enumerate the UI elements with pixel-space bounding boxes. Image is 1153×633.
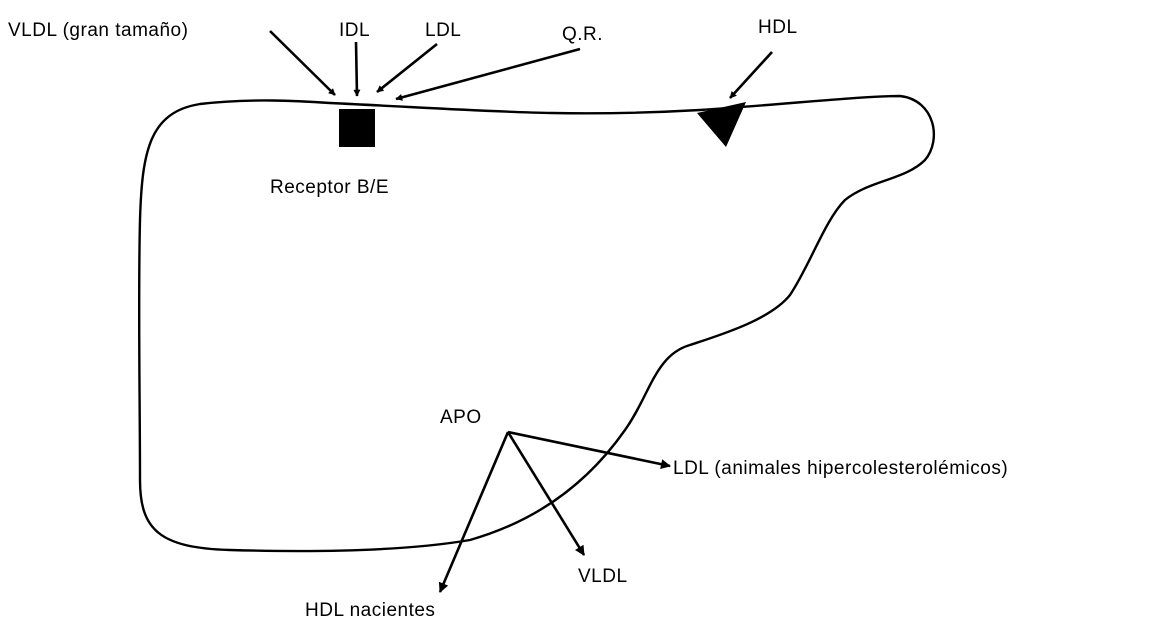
- arrow-hdl-top: [729, 51, 773, 99]
- receptor-be-square: [339, 109, 375, 147]
- label-qr: Q.R.: [562, 24, 603, 45]
- arrow-idl: [353, 41, 361, 97]
- label-vldl-large: VLDL (gran tamaño): [8, 20, 188, 41]
- liver-outline: [137, 94, 936, 553]
- arrow-apo-hdl: [438, 431, 510, 593]
- arrow-vldl-large: [269, 30, 336, 96]
- hdl-receptor-triangle: [697, 102, 746, 147]
- label-receptor: Receptor B/E: [270, 177, 389, 198]
- label-hdl-nascent: HDL nacientes: [305, 600, 435, 621]
- label-ldl-animals: LDL (animales hipercolesterolémicos): [673, 458, 1008, 479]
- arrow-qr: [395, 47, 581, 101]
- arrow-apo-ldl: [507, 430, 671, 470]
- label-hdl-top: HDL: [758, 17, 798, 38]
- arrow-ldl-top: [376, 42, 438, 94]
- label-vldl-bottom: VLDL: [578, 566, 628, 587]
- label-ldl-top: LDL: [425, 20, 461, 41]
- arrow-apo-vldl: [506, 431, 586, 556]
- label-idl: IDL: [339, 20, 370, 41]
- label-apo: APO: [440, 407, 482, 428]
